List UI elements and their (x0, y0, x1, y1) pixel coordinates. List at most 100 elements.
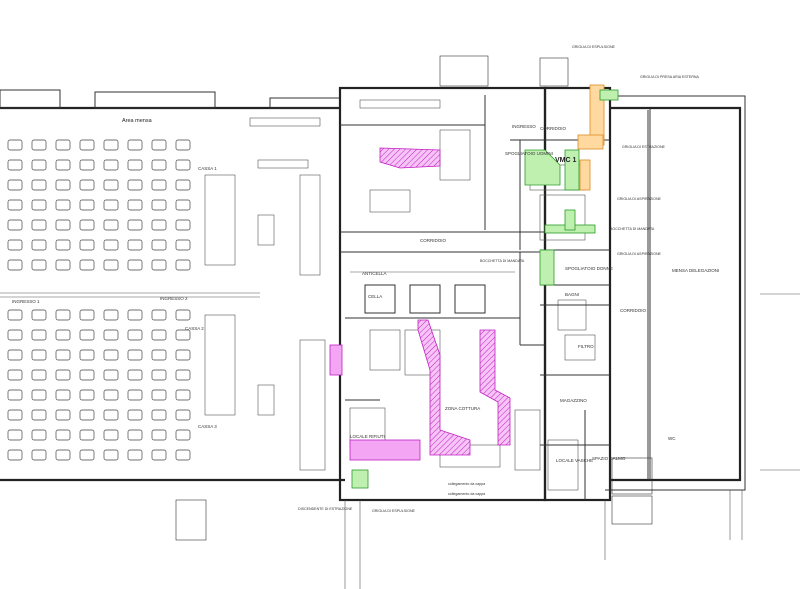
dining-table (7, 219, 23, 231)
dining-table (31, 449, 47, 461)
dining-table (7, 139, 23, 151)
dining-table (151, 409, 167, 421)
dining-table (175, 199, 191, 211)
dining-table (175, 389, 191, 401)
note-n-griglia-2: GRIGLIA DI ASPIRAZIONE (617, 197, 662, 201)
dining-table (55, 349, 71, 361)
main-room-label: Area mensa (122, 118, 153, 124)
note-n-bottom-1: DISCENDENTE DI ESTRAZIONE (298, 507, 353, 511)
dining-table (175, 349, 191, 361)
dining-table (79, 349, 95, 361)
dining-table (127, 199, 143, 211)
dining-table (127, 239, 143, 251)
dining-table (103, 389, 119, 401)
dining-table (151, 329, 167, 341)
room-label-anticella: ANTICELLA (362, 271, 387, 276)
dining-table (103, 429, 119, 441)
dining-table (151, 309, 167, 321)
dining-table (31, 429, 47, 441)
note-n-bocchetta-1: BOCCHETTA DI MANDATA (610, 227, 655, 231)
dining-table (127, 139, 143, 151)
dining-table (31, 329, 47, 341)
dining-table (55, 259, 71, 271)
dining-table (103, 449, 119, 461)
dining-table (127, 179, 143, 191)
note-n-collegamento-2: collegamento da cappa (448, 492, 485, 496)
dining-table (31, 179, 47, 191)
dining-table (127, 429, 143, 441)
dining-table (127, 309, 143, 321)
dining-table (55, 219, 71, 231)
dining-table (7, 179, 23, 191)
dining-table (7, 159, 23, 171)
dining-table (151, 259, 167, 271)
dining-table (31, 159, 47, 171)
dining-table (55, 179, 71, 191)
dining-table (79, 259, 95, 271)
dining-table (55, 389, 71, 401)
dining-table (55, 239, 71, 251)
dining-table (7, 429, 23, 441)
dining-table (151, 429, 167, 441)
dining-table (79, 239, 95, 251)
room-label-corridoio-top: CORRIDOIO (420, 238, 447, 243)
dining-table (175, 139, 191, 151)
dining-table (55, 309, 71, 321)
dining-table (31, 409, 47, 421)
dining-table (103, 139, 119, 151)
room-label-wc: WC (668, 436, 676, 441)
room-label-cassa-1: CASSA 1 (198, 166, 217, 171)
dining-table (7, 239, 23, 251)
note-n-bocchetta-2: BOCCHETTA DI MANDATA (480, 259, 525, 263)
dining-table (55, 369, 71, 381)
dining-table (79, 179, 95, 191)
note-n-griglia-3: GRIGLIA DI ASPIRAZIONE (617, 252, 662, 256)
dining-table (79, 159, 95, 171)
dining-table (127, 369, 143, 381)
dining-table (55, 139, 71, 151)
dining-table (103, 349, 119, 361)
dining-table (7, 409, 23, 421)
room-label-mensa-delegazioni: MENSA DELEGAZIONI (672, 268, 719, 273)
fresh-air-duct (577, 84, 619, 191)
room-label-corridoio-mid: CORRIDOIO (540, 126, 567, 131)
dining-tables (7, 139, 191, 461)
dining-table (7, 349, 23, 361)
dining-table (151, 179, 167, 191)
dining-table (79, 429, 95, 441)
dining-table (55, 159, 71, 171)
dining-table (7, 309, 23, 321)
dining-table (79, 199, 95, 211)
dining-table (127, 449, 143, 461)
dining-table (127, 409, 143, 421)
dining-table (31, 349, 47, 361)
room-label-locale-vasche: LOCALE VASCHE (556, 458, 593, 463)
dining-table (103, 199, 119, 211)
room-label-spazio-calmo: SPAZIO CALMO (592, 456, 626, 461)
dining-table (103, 309, 119, 321)
dining-table (79, 309, 95, 321)
dining-table (103, 369, 119, 381)
room-label-layer: INGRESSOCORRIDOIOCORRIDOIOCORRIDOIOSPOGL… (12, 124, 719, 463)
room-label-zona-cottura: ZONA COTTURA (445, 406, 480, 411)
room-label-cassa-3: CASSA 3 (198, 424, 217, 429)
dining-table (31, 139, 47, 151)
kitchen-duct (349, 147, 511, 489)
dining-table (55, 329, 71, 341)
dining-table (175, 259, 191, 271)
dining-table (151, 199, 167, 211)
dining-table (175, 309, 191, 321)
dining-table (151, 449, 167, 461)
dining-table (7, 329, 23, 341)
room-label-cella: CELLA (368, 294, 382, 299)
dining-table (55, 409, 71, 421)
dining-table (103, 409, 119, 421)
dining-table (79, 369, 95, 381)
room-label-ingresso-2: INGRESSO 2 (160, 296, 188, 301)
vmc-unit-label: VMC 1 (555, 157, 577, 164)
room-label-filtro: FILTRO (578, 344, 594, 349)
dining-table (31, 239, 47, 251)
note-n-top-espulsione: GRIGLIA DI ESPULSIONE (572, 45, 616, 49)
dining-table (103, 219, 119, 231)
